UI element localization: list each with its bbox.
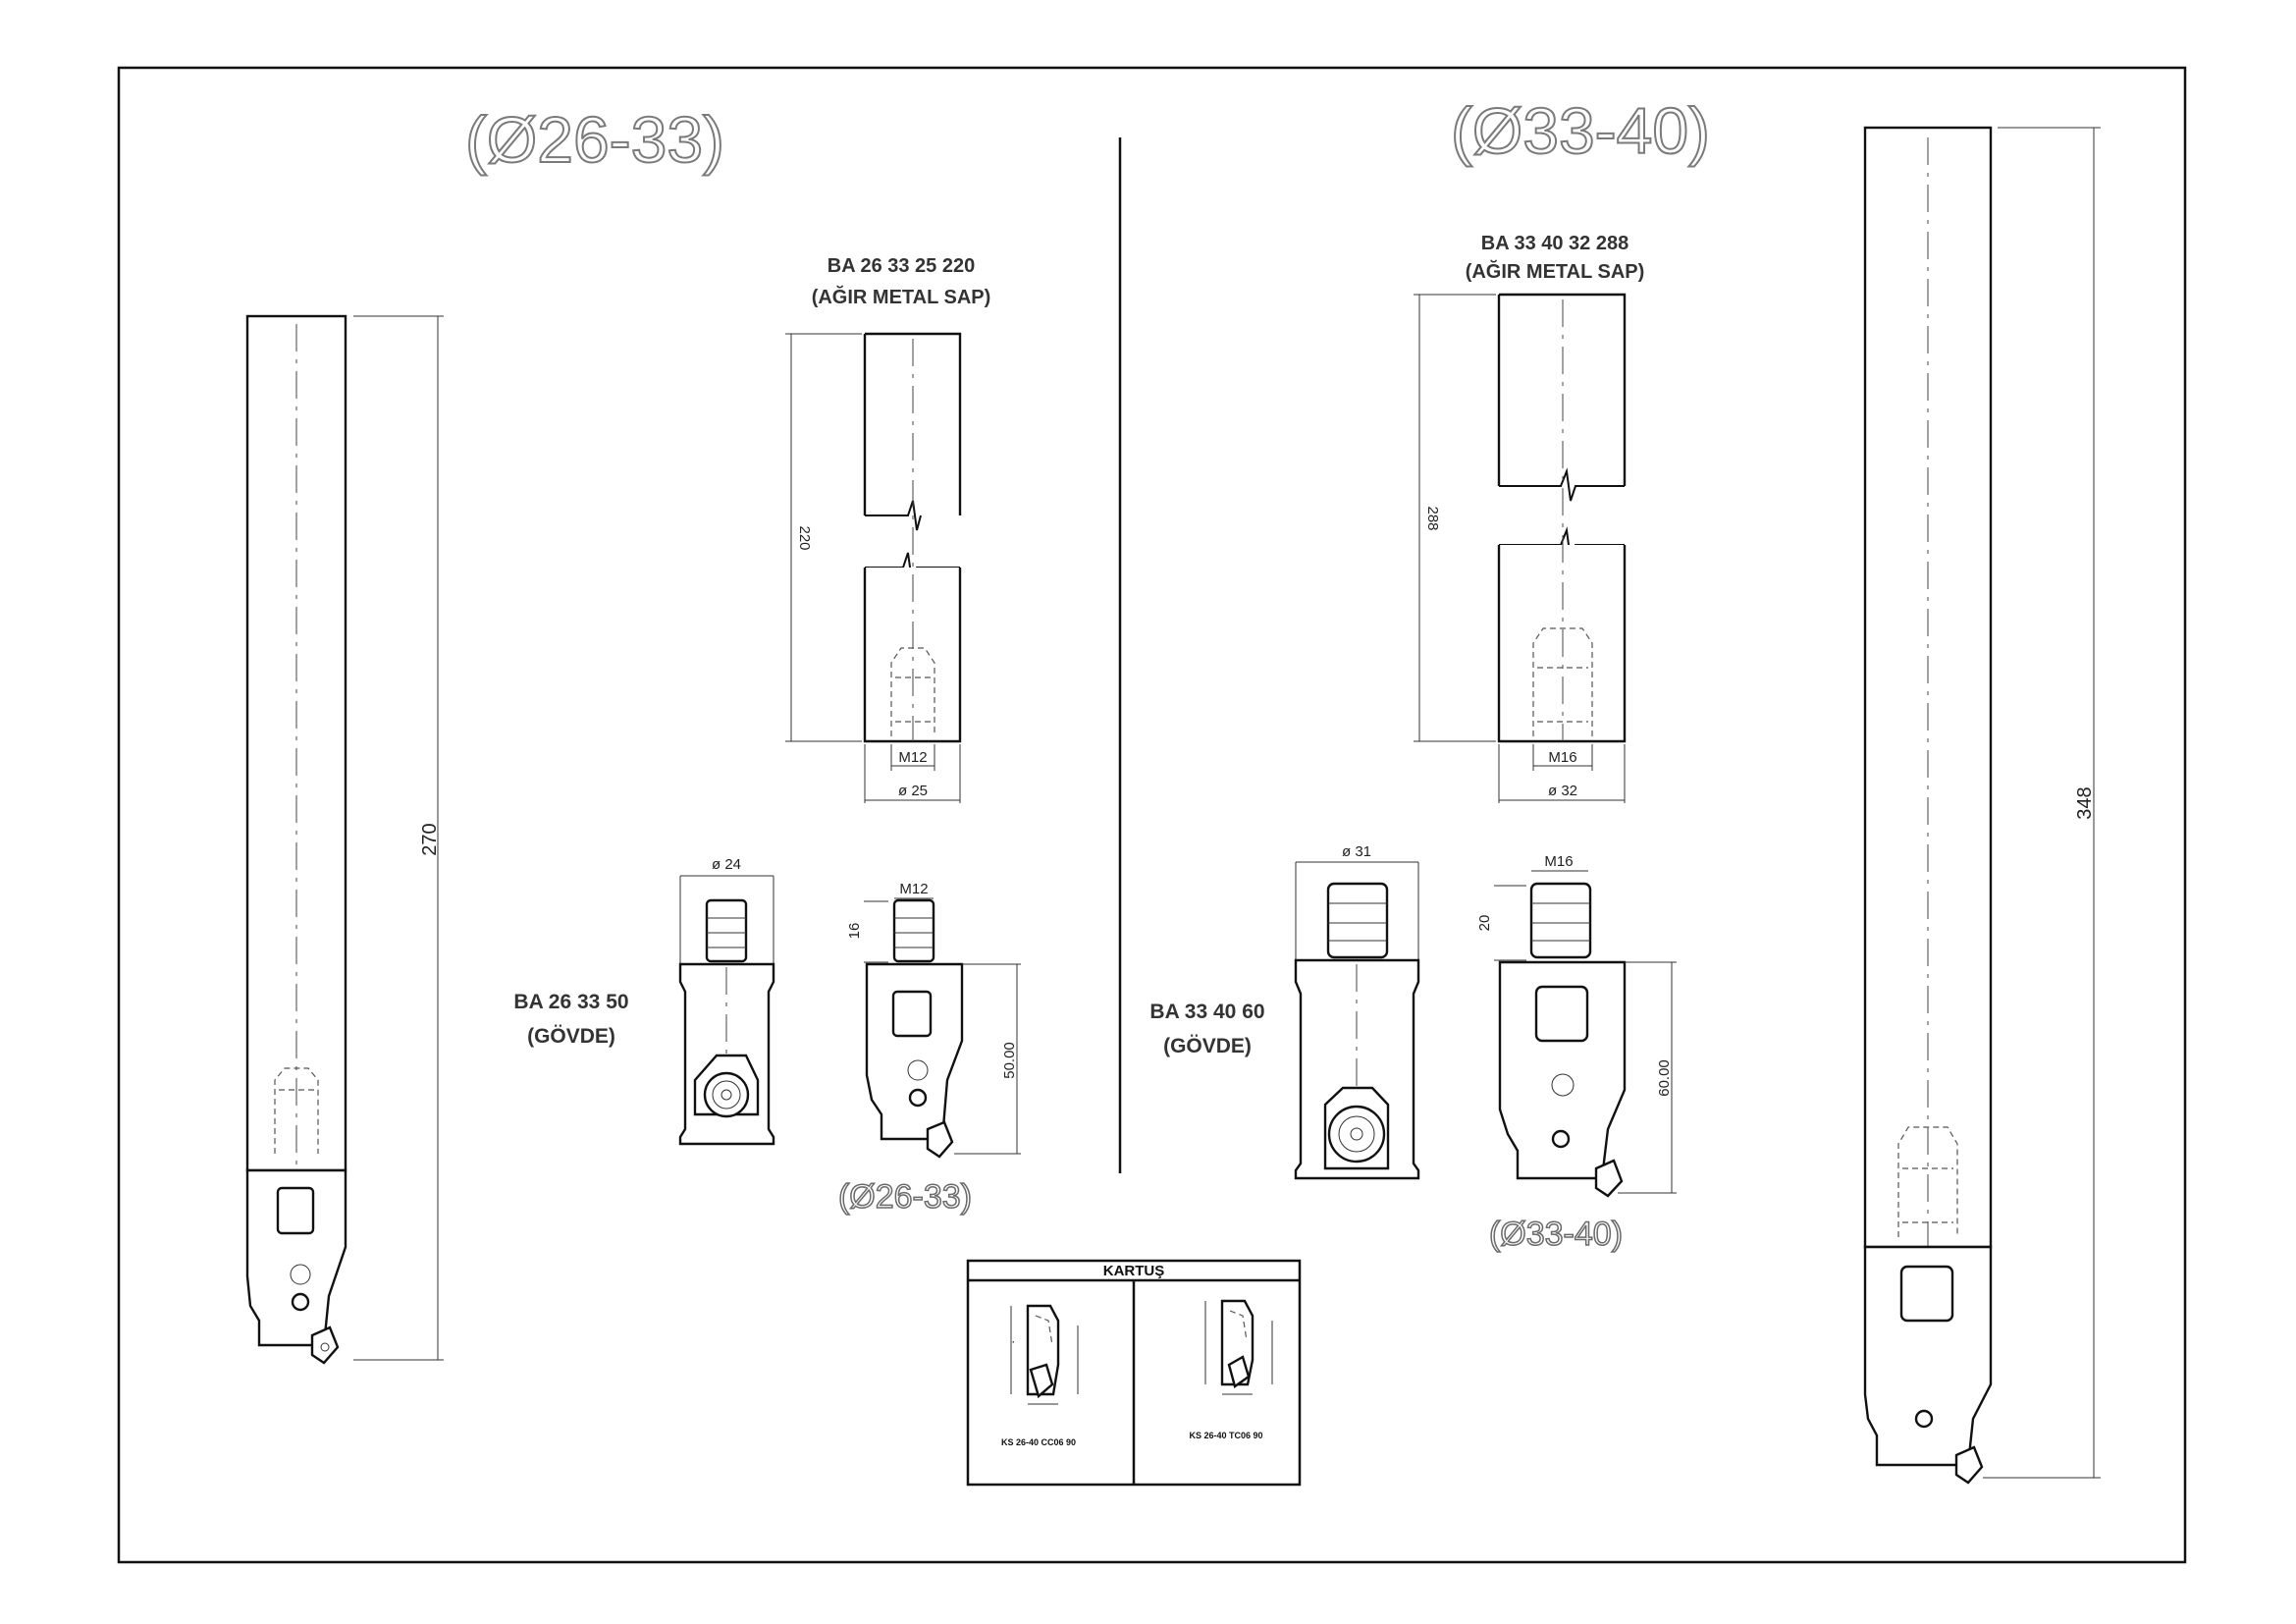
left-body-length-dim: 50.00 xyxy=(1001,1042,1018,1079)
right-body-side-view: M16 20 60.00 xyxy=(1476,853,1677,1198)
kartus-cc06-mini-mark: · xyxy=(1012,1337,1015,1347)
kartus-tc06-drawing xyxy=(1204,1299,1273,1395)
right-group-title: (Ø33-40) xyxy=(1451,94,1710,167)
kartus-table: KARTUŞ · KS 26-40 CC06 90 KS 26-40 TC06 … xyxy=(966,1259,1302,1487)
kartus-title: KARTUŞ xyxy=(1103,1263,1165,1279)
right-thread-len-dim: 20 xyxy=(1476,915,1493,932)
left-body-caption: (Ø26-33) xyxy=(838,1178,972,1216)
right-body-desc: (GÖVDE) xyxy=(1163,1035,1252,1057)
right-shank-length-dim: 288 xyxy=(1424,506,1441,530)
kartus-item-1-code: KS 26-40 CC06 90 xyxy=(1001,1437,1076,1447)
left-full-assembly: 270 xyxy=(245,314,444,1365)
right-full-assembly: 348 xyxy=(1863,126,2101,1485)
left-body-front-view: ø 24 xyxy=(678,856,775,1146)
right-body-code: BA 33 40 60 xyxy=(1149,1001,1264,1023)
kartus-cc06-drawing: · xyxy=(1010,1304,1079,1405)
right-body-front-view: ø 31 xyxy=(1294,843,1420,1180)
left-thread-len-dim: 16 xyxy=(846,923,863,940)
left-shank-drawing: 220 M12 ø 25 xyxy=(785,332,962,803)
right-body-length-dim: 60.00 xyxy=(1656,1059,1673,1097)
left-body-thread-dim: M12 xyxy=(899,881,928,897)
right-full-length-dim: 348 xyxy=(2074,786,2096,819)
left-shank-dia-dim: ø 25 xyxy=(898,783,928,799)
right-shank-drawing: 288 M16 ø 32 xyxy=(1414,293,1627,803)
left-shank-thread-dim: M12 xyxy=(898,749,927,766)
left-body-dia-dim: ø 24 xyxy=(712,856,741,873)
right-shank-desc: (AĞIR METAL SAP) xyxy=(1466,259,1645,283)
right-body-dia-dim: ø 31 xyxy=(1342,843,1371,860)
left-shank-code: BA 26 33 25 220 xyxy=(828,255,975,277)
left-shank-length-dim: 220 xyxy=(796,525,813,550)
kartus-item-2-code: KS 26-40 TC06 90 xyxy=(1189,1431,1262,1440)
right-body-caption: (Ø33-40) xyxy=(1489,1216,1623,1253)
right-shank-thread-dim: M16 xyxy=(1548,749,1576,766)
left-body-side-view: M12 16 50.00 xyxy=(846,881,1021,1159)
left-body-code: BA 26 33 50 xyxy=(513,991,628,1013)
right-body-thread-dim: M16 xyxy=(1544,853,1573,870)
right-shank-code: BA 33 40 32 288 xyxy=(1481,233,1629,254)
right-shank-dia-dim: ø 32 xyxy=(1548,783,1577,799)
left-full-length-dim: 270 xyxy=(419,823,441,855)
left-group-title: (Ø26-33) xyxy=(465,103,724,176)
sheet-border xyxy=(117,66,2187,1564)
left-body-desc: (GÖVDE) xyxy=(527,1025,615,1048)
left-shank-desc: (AĞIR METAL SAP) xyxy=(812,285,991,308)
